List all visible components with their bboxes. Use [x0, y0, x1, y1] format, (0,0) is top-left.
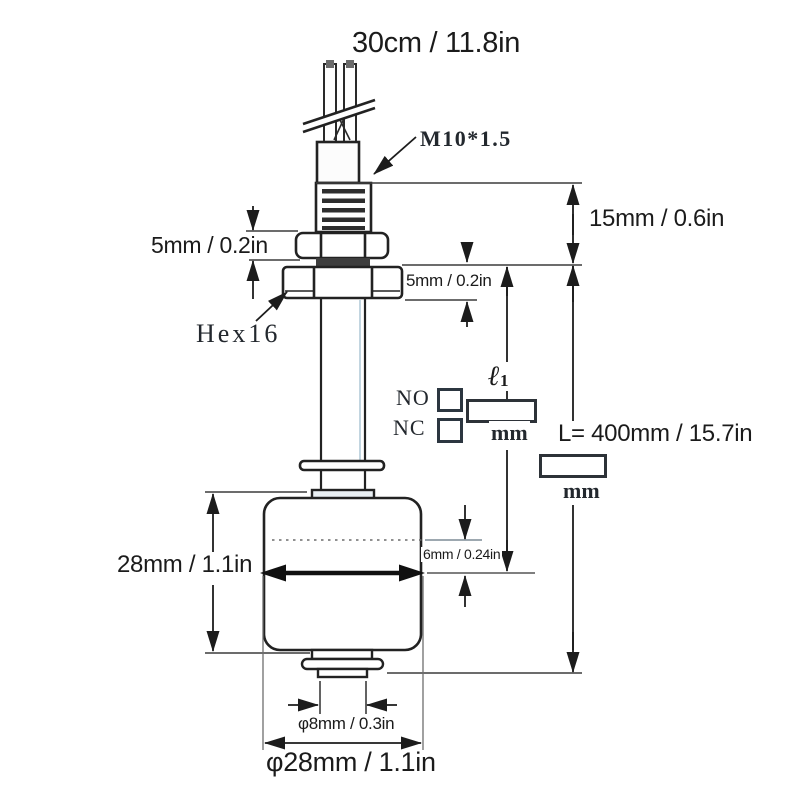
- wire-break-mark: [301, 98, 377, 134]
- thread-spec-label: M10*1.5: [420, 126, 512, 151]
- no-label: NO: [396, 385, 430, 410]
- threaded-stud: [314, 181, 373, 234]
- lower-hex-nut: [281, 265, 404, 300]
- cable-length-label: 30cm / 11.8in: [352, 27, 521, 59]
- locknut-height-label: 5mm / 0.2in: [406, 271, 492, 290]
- l1-unit-label: mm: [489, 420, 530, 445]
- nc-checkbox[interactable]: [437, 418, 463, 443]
- upper-hex-nut: [294, 231, 390, 260]
- extension-lines: [205, 182, 582, 750]
- float-height-label: 28mm / 1.1in: [115, 551, 255, 578]
- float-bottom-stack: [300, 648, 385, 679]
- hex-leader-arrow: [255, 291, 288, 322]
- cable-sleeve: [315, 140, 361, 185]
- upper-stop-ring: [298, 459, 386, 472]
- l1-script-letter: ℓ: [488, 361, 500, 392]
- float-diameter-label: φ28mm / 1.1in: [266, 747, 436, 777]
- sensor-stem: [319, 298, 367, 490]
- total-length-label: L= 400mm / 15.7in: [556, 420, 755, 447]
- switch-differential-label: 6mm / 0.24in: [421, 546, 503, 562]
- hex-size-label: Hex16: [196, 319, 281, 348]
- total-length-value-box[interactable]: [539, 454, 607, 478]
- l1-subscript: 1: [499, 371, 509, 390]
- total-length-unit-label: mm: [561, 478, 602, 503]
- gasket: [316, 258, 370, 267]
- thread-leader-arrow: [373, 136, 417, 175]
- cable-wires: [323, 60, 357, 143]
- upper-nut-height-label: 5mm / 0.2in: [151, 232, 268, 258]
- no-checkbox[interactable]: [437, 388, 463, 412]
- nc-label: NC: [393, 415, 426, 440]
- thread-length-label: 15mm / 0.6in: [589, 205, 725, 232]
- stem-diameter-label: φ8mm / 0.3in: [298, 714, 395, 733]
